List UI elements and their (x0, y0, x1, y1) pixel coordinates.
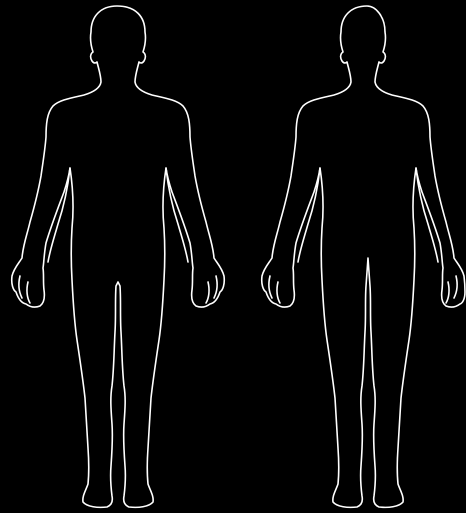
back-left-hand-detail (269, 276, 280, 303)
back-right-hand-detail (446, 276, 457, 303)
front-right-hand-detail (206, 276, 217, 303)
front-left-hand-detail (19, 276, 30, 303)
figure-back (262, 6, 465, 507)
figure-front (12, 6, 225, 507)
front-body-outline (12, 6, 225, 507)
back-body-outline (262, 6, 465, 507)
